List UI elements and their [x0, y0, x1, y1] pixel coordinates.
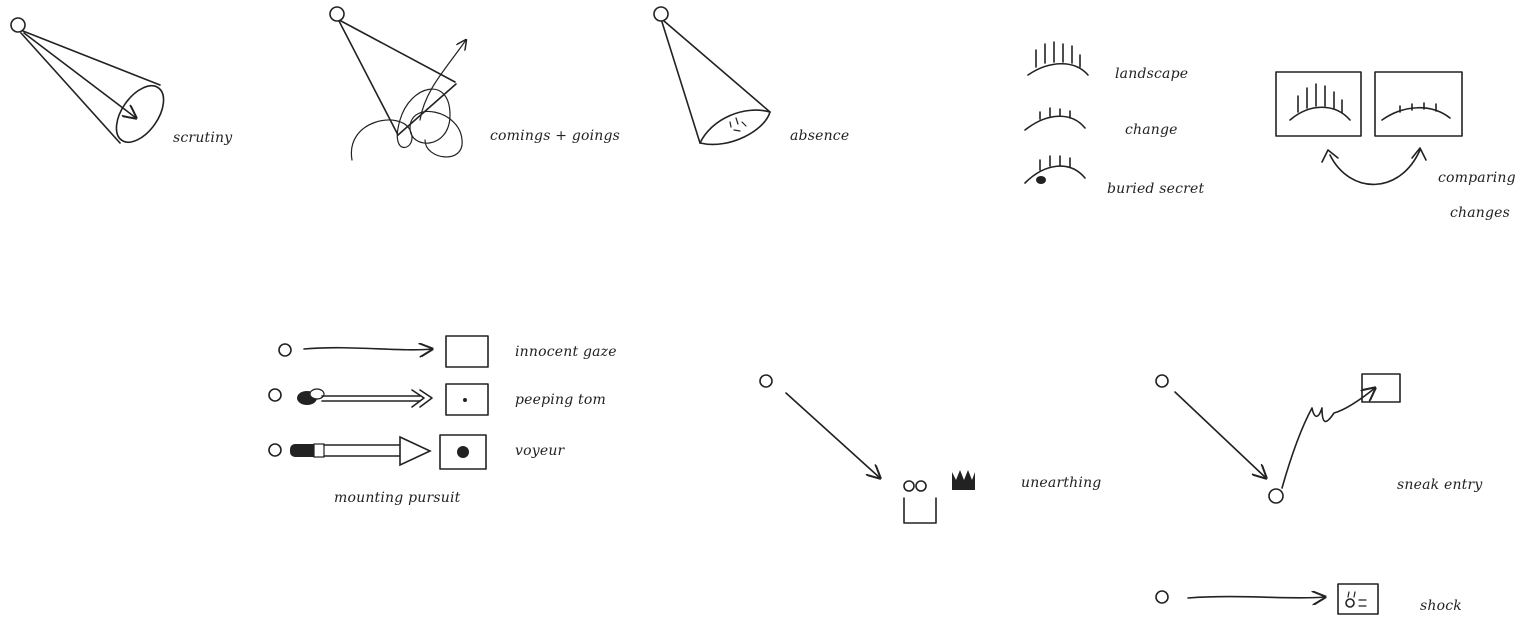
peeping-tom-glyph	[269, 384, 488, 415]
absence-label: absence	[790, 128, 849, 144]
shock-glyph	[1156, 584, 1378, 614]
changes-label: changes	[1450, 205, 1510, 221]
unearthing-glyph	[760, 375, 975, 523]
sneak-entry-label: sneak entry	[1397, 477, 1483, 493]
peeping-tom-label: peeping tom	[515, 392, 606, 408]
sneak-entry-glyph	[1156, 374, 1400, 503]
unearthing-label: unearthing	[1021, 475, 1101, 491]
shock-label: shock	[1420, 598, 1462, 614]
change-glyph	[1025, 108, 1085, 130]
buried-secret-glyph	[1025, 156, 1085, 184]
voyeur-glyph	[269, 435, 486, 469]
comparing-label: comparing	[1438, 170, 1516, 186]
comings-goings-glyph	[330, 7, 466, 160]
landscape-glyph	[1028, 42, 1088, 75]
change-label: change	[1125, 122, 1178, 138]
comparing-changes-glyph	[1276, 72, 1462, 184]
voyeur-label: voyeur	[515, 443, 564, 459]
absence-glyph	[654, 7, 770, 144]
mounting-pursuit-label: mounting pursuit	[334, 490, 460, 506]
scrutiny-glyph	[11, 18, 173, 151]
buried-secret-label: buried secret	[1107, 181, 1204, 197]
comings-goings-label: comings + goings	[490, 128, 620, 144]
scrutiny-label: scrutiny	[173, 130, 232, 146]
innocent-gaze-glyph	[279, 336, 488, 367]
landscape-label: landscape	[1115, 66, 1188, 82]
innocent-gaze-label: innocent gaze	[515, 344, 617, 360]
